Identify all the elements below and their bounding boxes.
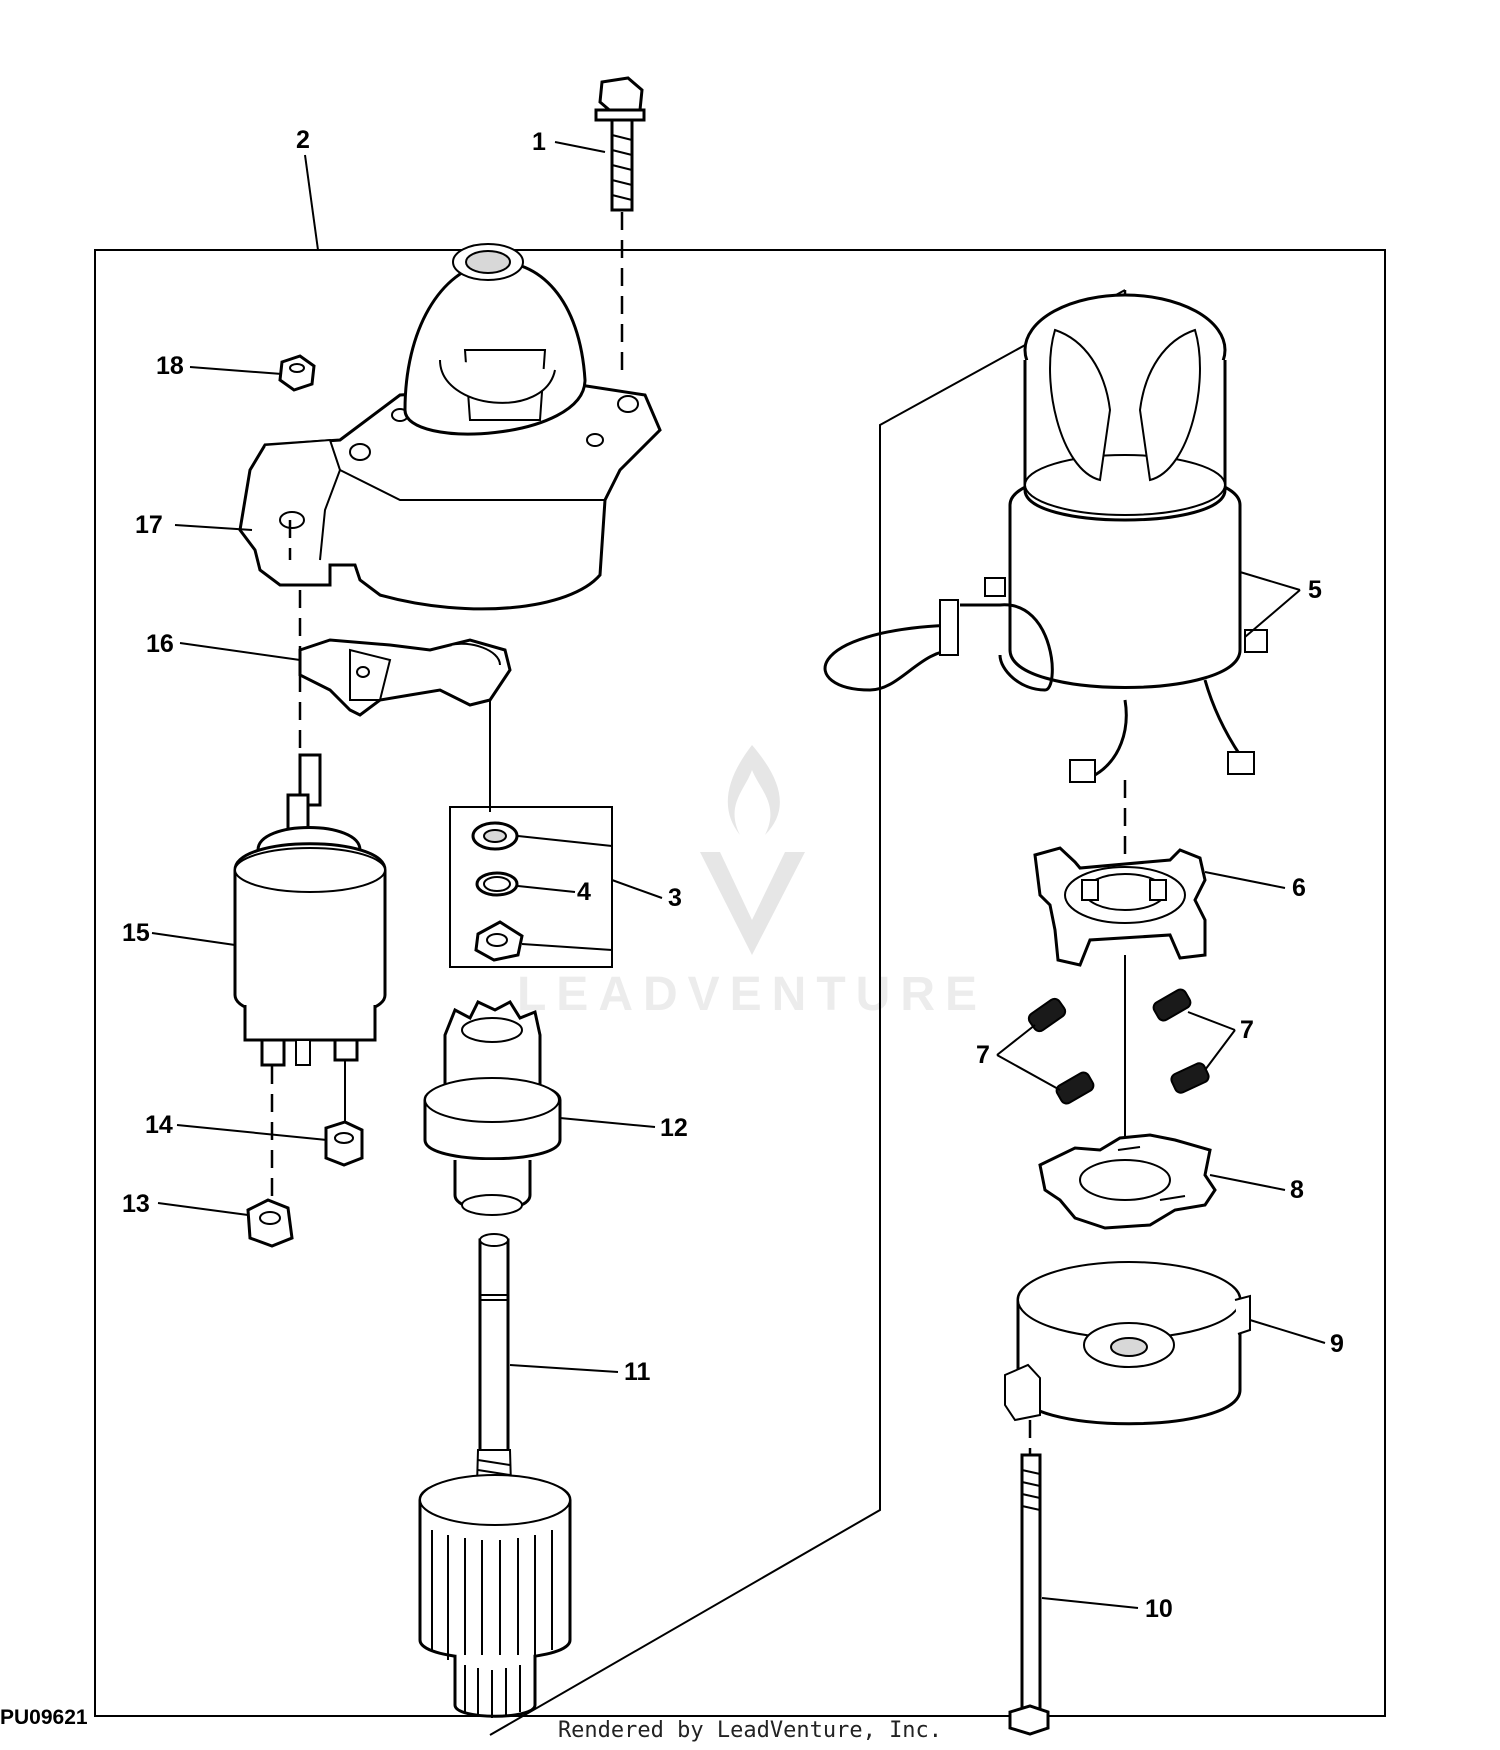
part-plate-8 <box>1038 1133 1217 1230</box>
callout-16: 16 <box>146 630 174 658</box>
callout-18: 18 <box>156 352 184 380</box>
part-pinion-12 <box>423 1000 562 1216</box>
part-nut-18 <box>278 354 316 392</box>
callout-10: 10 <box>1145 1595 1173 1623</box>
figure-id: PU09621 <box>0 1706 88 1729</box>
part-through-bolt-10 <box>1008 1420 1050 1736</box>
watermark-text: LEADVENTURE <box>517 968 987 1021</box>
assembly-boundary-frame <box>94 249 1386 1717</box>
part-field-frame-5 <box>823 293 1268 783</box>
callout-4: 4 <box>577 878 591 906</box>
part-solenoid-15 <box>233 753 387 1067</box>
part-armature-11 <box>418 1233 572 1718</box>
render-credit-footer: Rendered by LeadVenture, Inc. <box>557 1718 943 1743</box>
callout-labels: 1 2 3 4 5 6 7 7 8 9 10 11 12 13 14 15 16… <box>122 126 1344 1623</box>
part-brush-holder-6 <box>1033 846 1207 967</box>
callout-2: 2 <box>296 126 310 154</box>
callout-6: 6 <box>1292 874 1306 902</box>
callout-3: 3 <box>668 884 682 912</box>
callout-7-left: 7 <box>976 1041 990 1069</box>
callout-9: 9 <box>1330 1330 1344 1358</box>
leader-lines <box>151 141 1326 1609</box>
part-end-cap-9 <box>1004 1261 1251 1426</box>
callout-12: 12 <box>660 1114 688 1142</box>
callout-8: 8 <box>1290 1176 1304 1204</box>
callout-7-right: 7 <box>1240 1016 1254 1044</box>
part-nut-14 <box>324 1120 364 1167</box>
part-nut-13 <box>246 1198 294 1248</box>
part-bolt-1 <box>594 76 646 212</box>
callout-15: 15 <box>122 919 150 947</box>
part-kit-3 <box>449 806 613 968</box>
callout-5: 5 <box>1308 576 1322 604</box>
part-drive-housing-17 <box>238 243 662 611</box>
part-springs-7 <box>1027 988 1210 1105</box>
part-shift-lever-16 <box>298 638 512 717</box>
assembly-split-line <box>489 289 1126 1736</box>
callout-11: 11 <box>624 1358 651 1386</box>
callout-17: 17 <box>135 511 163 539</box>
callout-1: 1 <box>532 128 546 156</box>
leadventure-watermark-logo: LEADVENTURE <box>517 745 987 1021</box>
callout-14: 14 <box>145 1111 173 1139</box>
callout-13: 13 <box>122 1190 150 1218</box>
